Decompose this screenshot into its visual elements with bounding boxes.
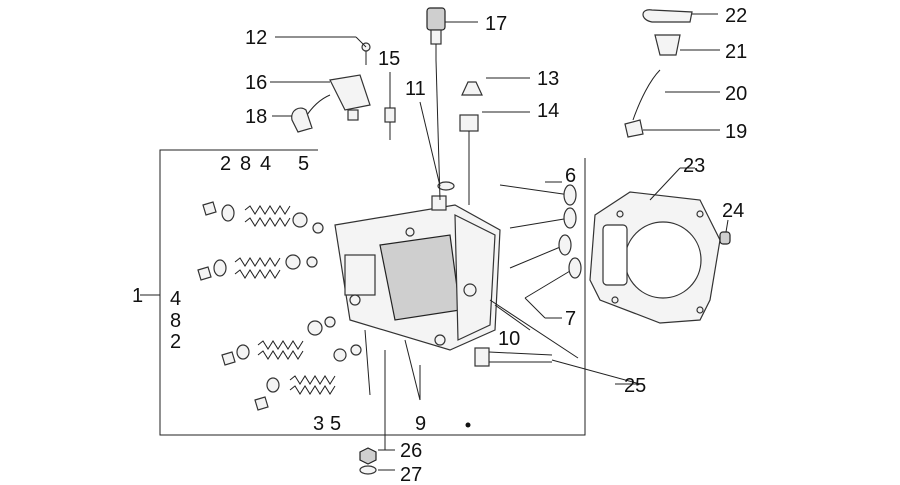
clamp xyxy=(437,181,455,191)
callout-22: 22 xyxy=(725,5,747,27)
valve-springs-lower xyxy=(221,316,362,411)
assembly-bracket xyxy=(140,149,586,436)
callout-1: 1 xyxy=(132,285,143,307)
callout-18: 18 xyxy=(245,106,267,128)
valves xyxy=(499,184,582,299)
callout-20: 20 xyxy=(725,83,747,105)
callout-26: 26 xyxy=(400,440,422,462)
callout-16: 16 xyxy=(245,72,267,94)
callout-8-lower: 8 xyxy=(170,310,181,332)
callout-21: 21 xyxy=(725,41,747,63)
callout-3: 3 xyxy=(313,413,324,435)
cap-and-sensor xyxy=(459,81,483,150)
callout-23: 23 xyxy=(683,155,705,177)
callout-6: 6 xyxy=(565,165,576,187)
cylinder-head xyxy=(334,195,501,351)
callout-2-lower: 2 xyxy=(170,331,181,353)
valve-springs-upper xyxy=(197,201,324,281)
callout-4-lower: 4 xyxy=(170,288,181,310)
studs-and-nuts xyxy=(359,329,421,475)
callout-8-upper: 8 xyxy=(240,153,251,175)
head-bolt xyxy=(474,347,553,367)
reference-dot xyxy=(465,422,471,428)
sensor-plug xyxy=(384,107,396,140)
callout-13: 13 xyxy=(537,68,559,90)
coolant-fittings xyxy=(624,9,693,138)
actuator xyxy=(304,74,371,121)
head-gasket xyxy=(589,191,721,324)
callout-2-upper: 2 xyxy=(220,153,231,175)
leader-lines xyxy=(270,13,729,471)
callout-5-lower: 5 xyxy=(330,413,341,435)
callout-14: 14 xyxy=(537,100,559,122)
callout-11: 11 xyxy=(405,78,426,100)
callout-24: 24 xyxy=(722,200,744,222)
callout-labels: 1 2 2 3 4 4 5 5 6 7 8 8 9 10 11 12 13 14… xyxy=(132,5,747,485)
dowel-pin xyxy=(719,231,731,245)
callout-15: 15 xyxy=(378,48,400,70)
callout-9: 9 xyxy=(415,413,426,435)
temperature-sensor xyxy=(426,7,446,60)
callout-25: 25 xyxy=(624,375,646,397)
callout-4-upper: 4 xyxy=(260,153,271,175)
callout-5-upper: 5 xyxy=(298,153,309,175)
callout-10: 10 xyxy=(498,328,520,350)
callout-7: 7 xyxy=(565,308,576,330)
callout-17: 17 xyxy=(485,13,507,35)
callout-27: 27 xyxy=(400,464,422,485)
callout-19: 19 xyxy=(725,121,747,143)
callout-12: 12 xyxy=(245,27,267,49)
